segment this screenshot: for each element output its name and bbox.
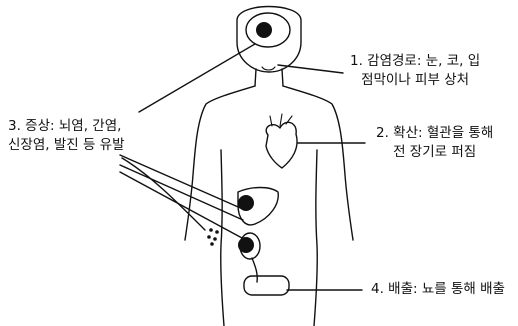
label-excretion: 4. 배출: 뇨를 통해 배출 <box>371 280 505 299</box>
body-outline <box>185 86 353 240</box>
leader-symptom-brain <box>139 44 255 112</box>
mouth <box>262 67 275 70</box>
infection-route-line2: 점막이나 피부 상처 <box>350 71 480 90</box>
spread-line2: 전 장기로 퍼짐 <box>376 143 493 162</box>
liver-marker <box>238 195 254 211</box>
spread-line1: 2. 확산: 혈관을 통해 <box>376 124 493 143</box>
rash-dot <box>213 237 217 241</box>
excretion-line1: 4. 배출: 뇨를 통해 배출 <box>371 280 505 299</box>
leader-symptom-skin <box>122 158 205 230</box>
bladder-shape <box>244 276 289 295</box>
brain-marker <box>256 22 272 38</box>
rash-dot <box>210 242 214 246</box>
head-outline <box>237 7 301 73</box>
heart-shape <box>266 122 297 168</box>
symptoms-line1: 3. 증상: 뇌염, 간염, <box>8 117 125 136</box>
torso-side-right <box>314 150 317 326</box>
label-spread: 2. 확산: 혈관을 통해 전 장기로 퍼짐 <box>376 124 493 162</box>
leader-symptom-liver-2 <box>120 165 243 220</box>
leader-infection <box>278 65 343 73</box>
rash-dot <box>207 235 211 239</box>
label-infection-route: 1. 감염경로: 눈, 코, 입 점막이나 피부 상처 <box>350 52 480 90</box>
infection-route-line1: 1. 감염경로: 눈, 코, 입 <box>350 52 480 71</box>
torso-side-left <box>221 150 224 326</box>
symptoms-line2: 신장염, 발진 등 유발 <box>8 136 125 155</box>
rash-dot <box>215 230 219 234</box>
label-symptoms: 3. 증상: 뇌염, 간염, 신장염, 발진 등 유발 <box>8 117 125 155</box>
rash-dot <box>209 228 213 232</box>
ureter <box>252 258 257 282</box>
kidney-marker <box>238 237 254 253</box>
